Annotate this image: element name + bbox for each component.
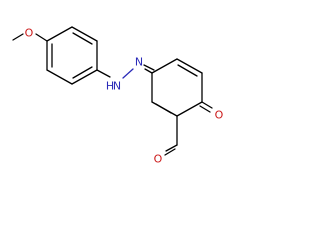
bond-n-c-double (143, 64, 155, 74)
atom-label-nitrogen-nh: N (113, 80, 121, 93)
atom-label-hydrogen: H (106, 80, 114, 93)
atom-label-nitrogen: N (135, 56, 143, 69)
chemical-structure: O H N N O O (12, 26, 224, 166)
atom-label-aldehyde-oxygen: O (154, 153, 163, 166)
quinoid-ring (151, 58, 203, 117)
bond-n-n (122, 68, 134, 79)
bond-methyl-oxygen (12, 33, 24, 41)
anisole-ring (46, 26, 98, 85)
bond-ring-nh (96, 69, 111, 78)
bond-c-o-aldehyde (164, 144, 178, 156)
atom-label-ketone-oxygen: O (215, 109, 224, 122)
atom-label-methoxy-oxygen: O (25, 27, 34, 40)
bond-oxygen-ring (35, 33, 48, 42)
bond-c-o-ketone (199, 101, 213, 113)
